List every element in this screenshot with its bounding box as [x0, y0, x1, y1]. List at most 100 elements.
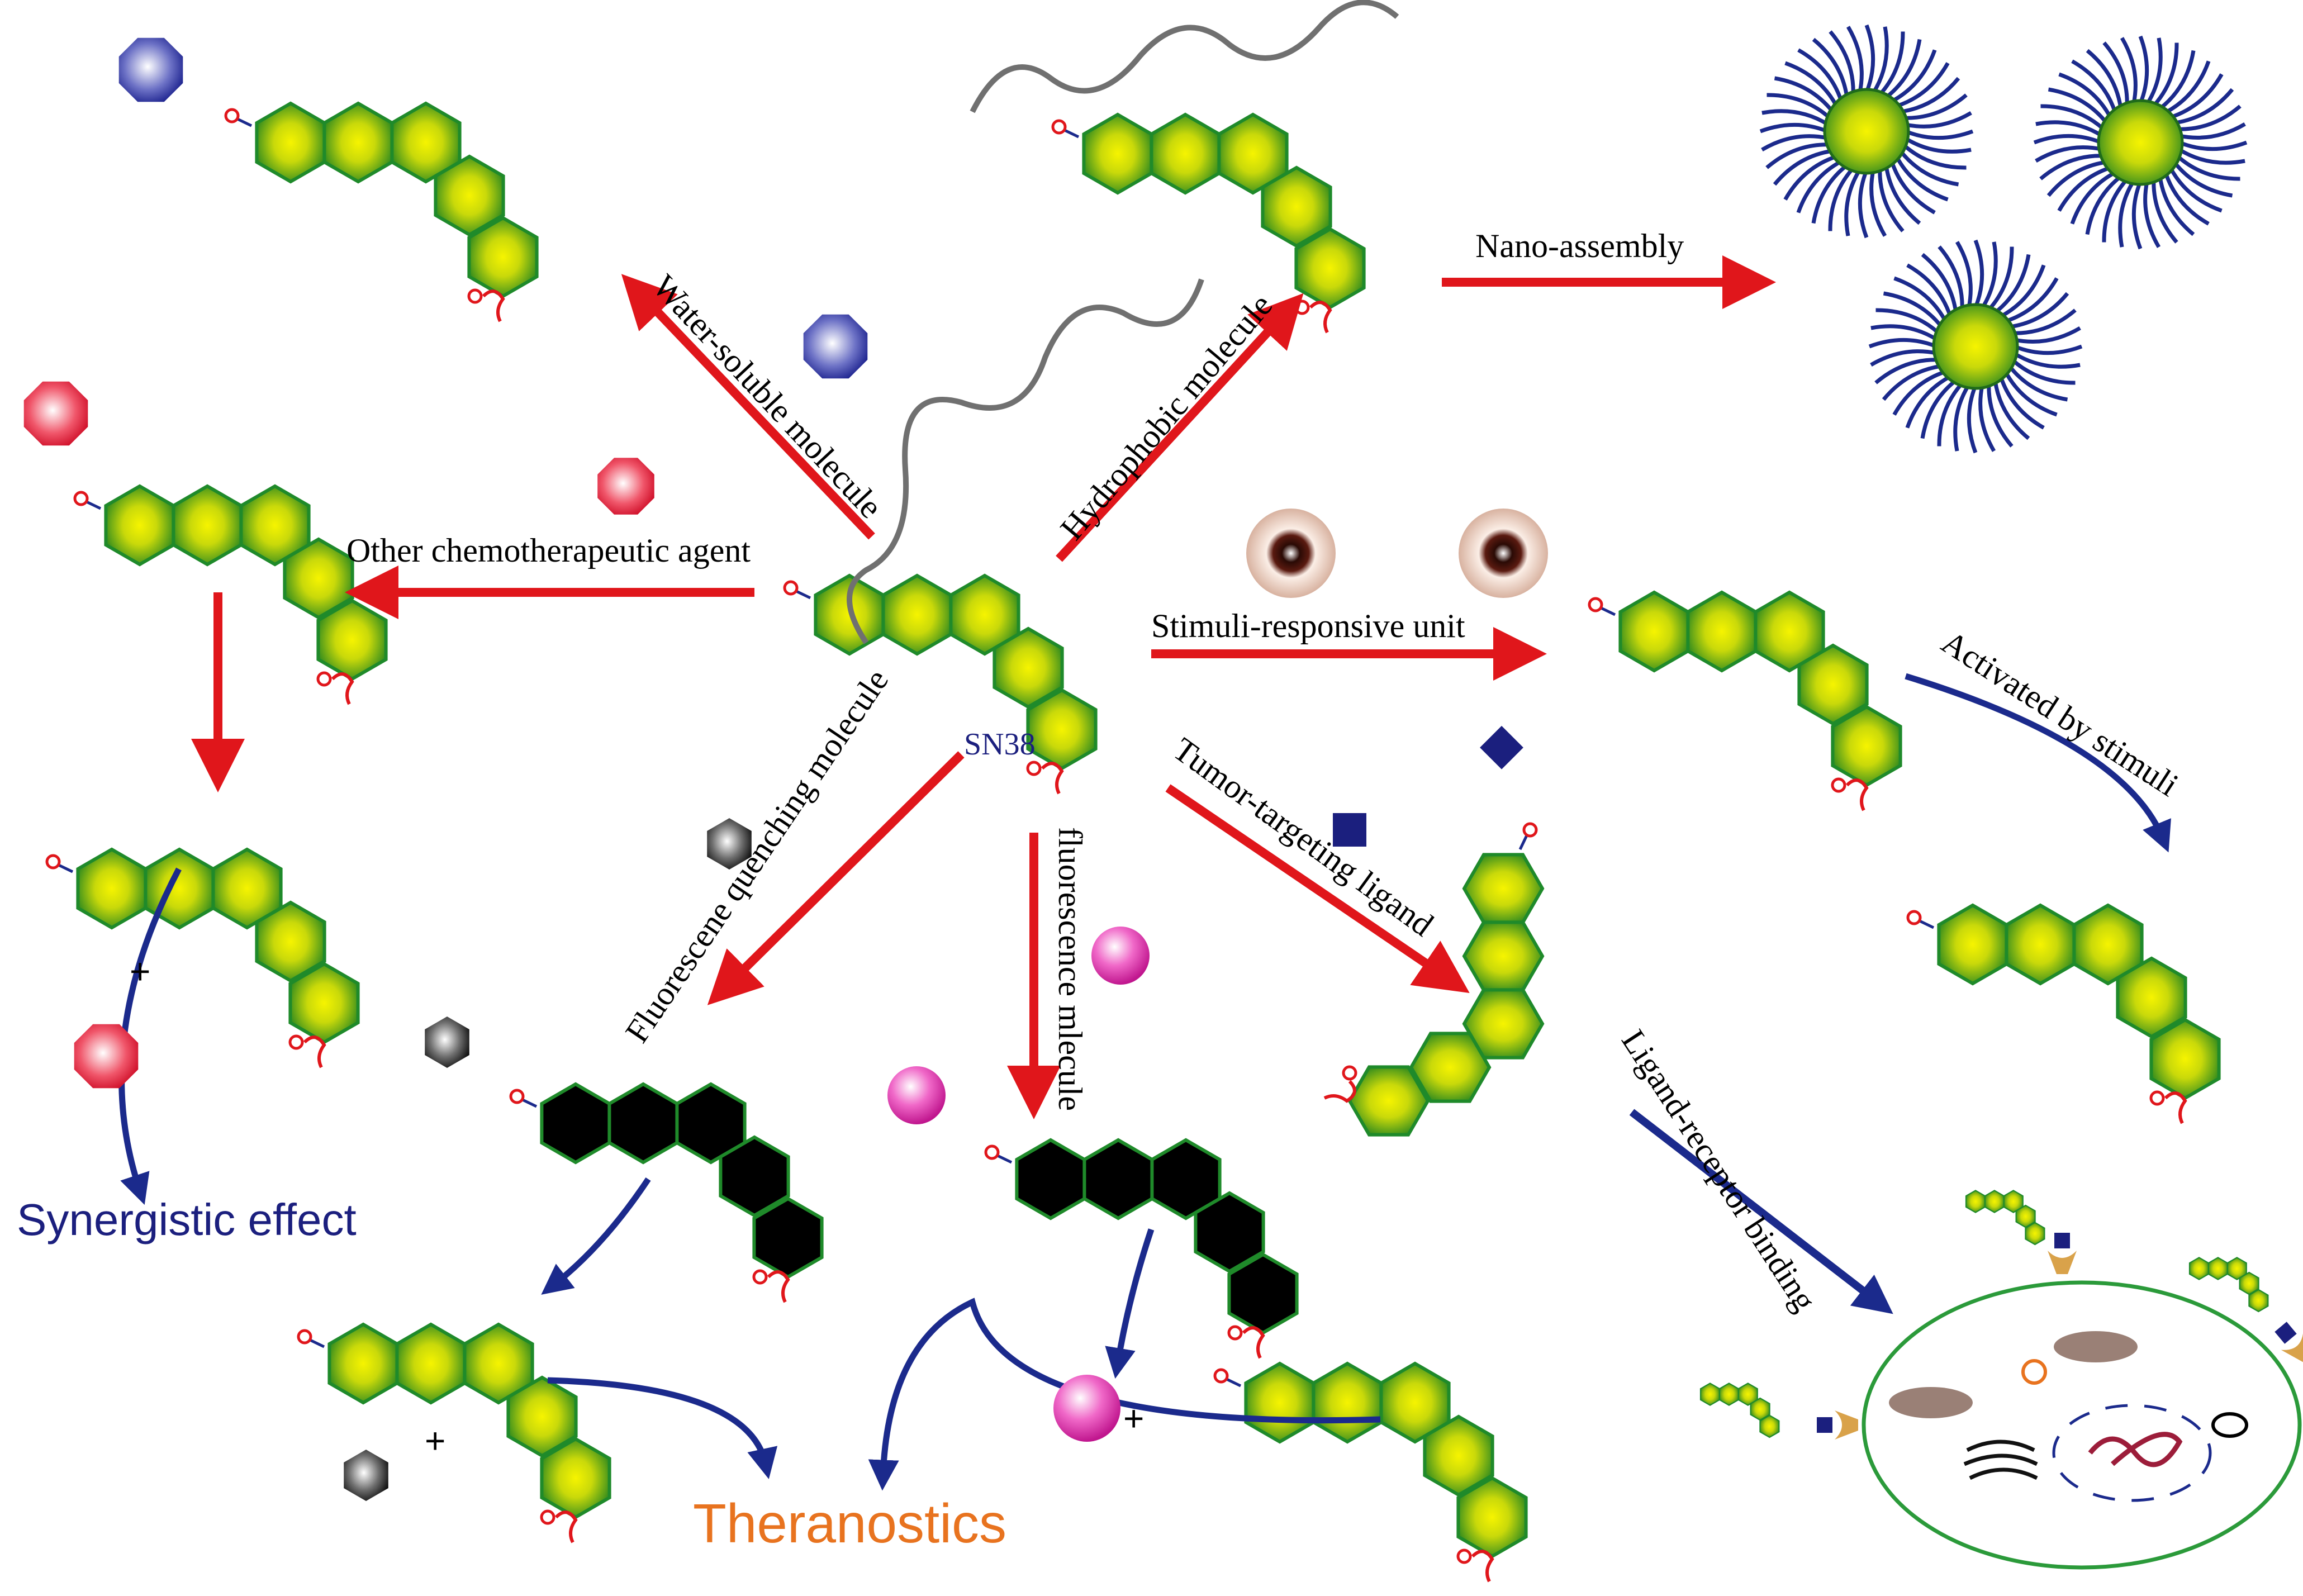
ring-2 — [2005, 903, 2076, 986]
arrow-fluoro-release — [1105, 1228, 1155, 1379]
micelle-arm — [1829, 30, 1855, 95]
ring-1 — [1618, 590, 1690, 673]
ring-2 — [2207, 1257, 2228, 1280]
ring-2 — [1718, 1383, 1739, 1406]
ring-4 — [1423, 1414, 1494, 1497]
micelle-arm — [2058, 72, 2112, 118]
micelle-arm — [1882, 364, 1942, 401]
cell-membrane — [1862, 1280, 2302, 1570]
sn38-freed-fluoro — [1213, 1361, 1528, 1583]
hydroxyl-hook — [1471, 1550, 1494, 1583]
arrow-activated — [1905, 673, 2171, 853]
linker-line — [521, 1098, 538, 1108]
hydroxyl-hook — [554, 1510, 578, 1543]
ring-3 — [211, 847, 283, 930]
micelle-arm — [2012, 308, 2077, 335]
bound-sn38 — [2188, 1257, 2269, 1313]
ring-1 — [76, 847, 148, 930]
ring-2 — [1082, 1138, 1154, 1220]
micelle-arm — [2172, 160, 2233, 198]
micelle-arm — [1903, 93, 1968, 120]
hydroxyl-circle — [1294, 300, 1310, 315]
micelle-arm — [2086, 49, 2123, 109]
linker-line — [86, 500, 102, 510]
micelle-arm — [1864, 24, 1875, 93]
ester-circle — [297, 1329, 312, 1345]
micelle-arm — [2168, 167, 2223, 213]
ring-4 — [1797, 643, 1869, 726]
micelle-arm — [1893, 276, 1948, 322]
ring-3 — [2226, 1257, 2247, 1280]
micelle-arm — [2040, 104, 2105, 131]
ring-3 — [1737, 1383, 1758, 1406]
micelle-arm — [1978, 384, 1996, 452]
micelle-arm — [1797, 48, 1844, 102]
micelle-arm — [1993, 380, 2030, 440]
pink-sphere-icon — [1053, 1375, 1120, 1442]
hydroxyl-circle — [752, 1269, 768, 1285]
micelle-arm — [1759, 122, 1829, 134]
red-octagon-icon — [597, 458, 654, 515]
pink-sphere-icon — [1091, 927, 1150, 985]
ring-3 — [2003, 1190, 2024, 1213]
ligand-square — [1817, 1417, 1832, 1433]
arrow-ligand-receptor — [1629, 1109, 1893, 1314]
sn38-fluoro-quenched — [984, 1138, 1299, 1359]
micelle-arm — [2177, 104, 2242, 131]
receptor-right — [2274, 1322, 2303, 1362]
ring-2 — [322, 101, 394, 184]
ring-5 — [1759, 1414, 1780, 1438]
arrow-theranostics-right — [868, 1298, 1381, 1491]
linker-line — [795, 590, 811, 600]
micelle-arm — [1884, 165, 1921, 225]
micelle-arm — [1812, 37, 1849, 98]
micelle-arm — [2102, 178, 2129, 243]
linker-line — [1063, 129, 1080, 139]
ring-3 — [1754, 590, 1825, 673]
micelle-arm — [1904, 136, 1972, 154]
ring-3 — [463, 1322, 534, 1405]
golgi-icon — [1963, 1440, 2038, 1480]
sn38-freed-quencher — [297, 1322, 611, 1543]
micelle-arm — [2138, 35, 2149, 104]
hydroxyl-circle — [1456, 1548, 1472, 1564]
micelle-arm — [1898, 149, 1959, 187]
micelle-arm — [1869, 169, 1887, 237]
micelle-arm — [2152, 179, 2178, 244]
plus-synergy: + — [130, 951, 150, 991]
micelle-arm — [1889, 160, 1936, 215]
arrow-quench-release — [541, 1177, 651, 1295]
micelle-arm — [1955, 241, 1973, 308]
ring-2 — [881, 573, 953, 656]
hydroxyl-circle — [288, 1034, 304, 1050]
micelle-2 — [2033, 35, 2248, 250]
micelle-arm — [1981, 241, 1998, 309]
micelle-core — [1823, 88, 1910, 175]
sn38-after-synergy — [45, 847, 360, 1068]
sn38-center — [783, 573, 1098, 795]
ring-3 — [1217, 112, 1289, 195]
ring-1 — [1015, 1138, 1086, 1220]
ester-circle — [984, 1144, 1000, 1160]
micelle-core — [1932, 303, 2019, 390]
hydroxyl-hook — [482, 289, 505, 322]
sn38-chemo — [73, 484, 388, 705]
hydroxyl-circle — [316, 671, 332, 687]
ring-2 — [1312, 1361, 1383, 1444]
micelle-arm — [1870, 349, 1938, 367]
linker-line — [1518, 834, 1528, 851]
ring-4 — [506, 1375, 578, 1458]
receptor-left — [1817, 1410, 1858, 1440]
ring-2 — [172, 484, 243, 567]
micelle-arm — [2000, 264, 2046, 319]
label-other-chemo: Other chemotherapeutic agent — [346, 532, 751, 569]
ring-1 — [1244, 1361, 1316, 1444]
label-activated: Activated by stimuli — [1935, 624, 2185, 804]
ring-2 — [395, 1322, 467, 1405]
ring-1 — [2188, 1257, 2210, 1280]
micelle-arm — [2158, 176, 2195, 236]
ring-1 — [1965, 1190, 1986, 1213]
micelle-arm — [1874, 358, 1939, 384]
micelle-arm — [1846, 26, 1864, 93]
